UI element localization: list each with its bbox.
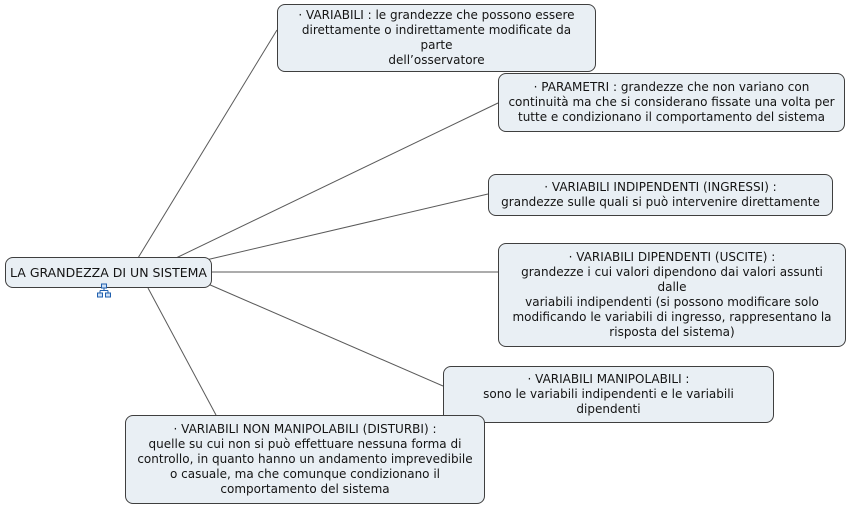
root-node-la-grandezza-di-un-sistema[interactable]: LA GRANDEZZA DI UN SISTEMA xyxy=(5,257,212,288)
node-variabili-non-manipolabili[interactable]: · VARIABILI NON MANIPOLABILI (DISTURBI) … xyxy=(125,415,485,504)
node-variabili-indipendenti[interactable]: · VARIABILI INDIPENDENTI (INGRESSI) : gr… xyxy=(488,174,833,216)
node-variabili-manipolabili[interactable]: · VARIABILI MANIPOLABILI : sono le varia… xyxy=(443,366,774,423)
connector-variabili-manipolabili xyxy=(207,283,444,387)
connector-variabili-non-manipolabili xyxy=(147,287,217,416)
root-node-label: LA GRANDEZZA DI UN SISTEMA xyxy=(10,265,207,280)
node-variabili-dipendenti-text: · VARIABILI DIPENDENTI (USCITE) : grande… xyxy=(512,250,832,339)
node-parametri-text: · PARAMETRI : grandezze che non variano … xyxy=(508,80,835,124)
connector-parametri xyxy=(175,102,499,259)
node-variabili-indipendenti-text: · VARIABILI INDIPENDENTI (INGRESSI) : gr… xyxy=(501,180,820,209)
connector-variabili-indipendenti xyxy=(205,193,489,261)
node-variabili-manipolabili-text: · VARIABILI MANIPOLABILI : sono le varia… xyxy=(483,372,734,416)
sitemap-icon[interactable] xyxy=(96,283,112,299)
node-variabili-dipendenti[interactable]: · VARIABILI DIPENDENTI (USCITE) : grande… xyxy=(498,243,846,347)
node-variabili-non-manipolabili-text: · VARIABILI NON MANIPOLABILI (DISTURBI) … xyxy=(137,422,473,496)
node-variabili[interactable]: · VARIABILI : le grandezze che possono e… xyxy=(277,4,596,72)
node-variabili-text: · VARIABILI : le grandezze che possono e… xyxy=(298,8,575,67)
connector-variabili xyxy=(137,29,278,259)
node-parametri[interactable]: · PARAMETRI : grandezze che non variano … xyxy=(498,73,845,132)
